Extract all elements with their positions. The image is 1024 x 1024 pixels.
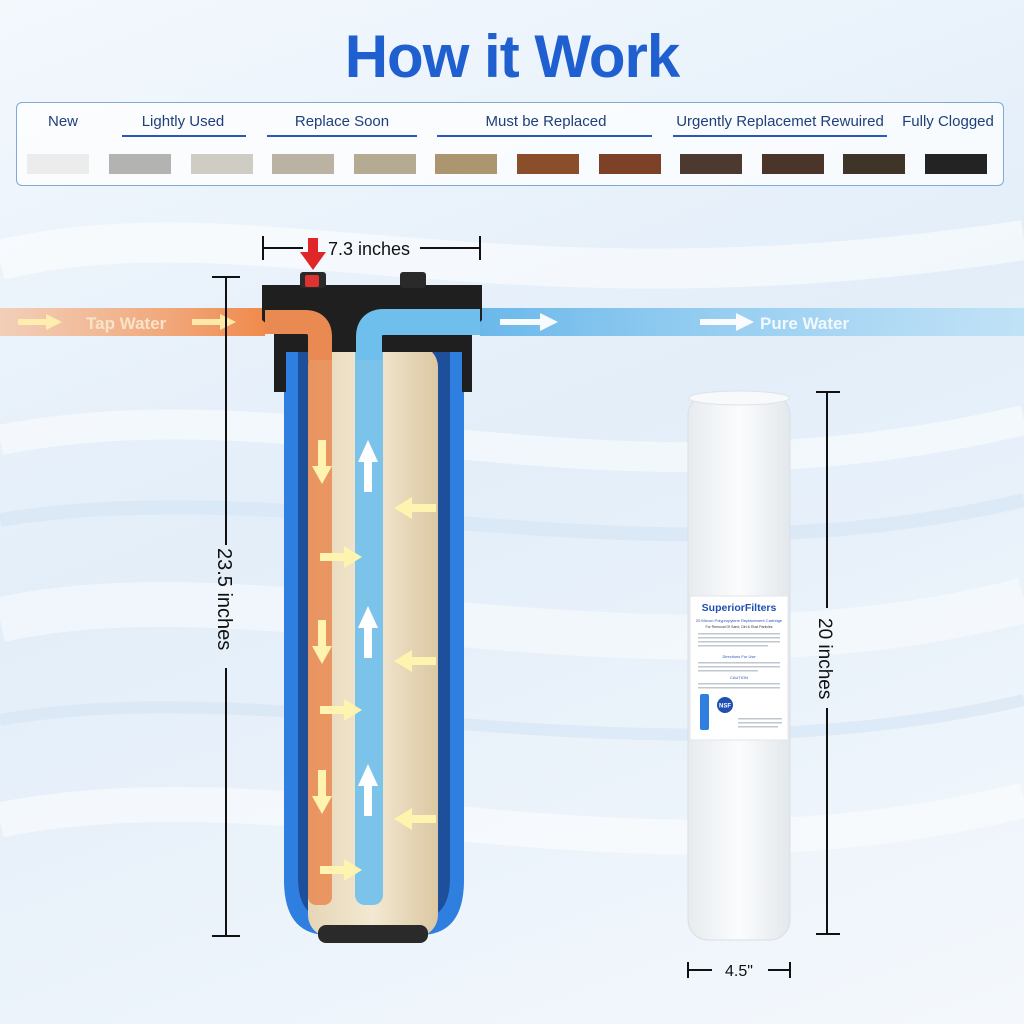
stage-underline-must-be-replaced: [437, 135, 652, 137]
inlet-channel: [308, 320, 332, 905]
color-swatch: [843, 154, 905, 174]
cartridge-subtitle: For Removal Of Sand, Dirt & Rust Particl…: [705, 625, 772, 629]
pure-water-label: Pure Water: [760, 314, 850, 333]
color-swatch: [354, 154, 416, 174]
stage-label-replace-soon: Replace Soon: [294, 113, 390, 130]
color-swatch: [517, 154, 579, 174]
color-swatch: [925, 154, 987, 174]
inlet-arrow-icon: [300, 238, 326, 270]
directions-heading: Directions For Use: [722, 654, 756, 659]
housing-thumbnail: [700, 694, 709, 730]
housing-height-label: 23.5 inches: [213, 548, 235, 650]
brand-logo: SuperiorFilters: [702, 602, 777, 614]
stage-label-lightly-used: Lightly Used: [141, 113, 225, 130]
flow-right-arrows-icon: [320, 546, 362, 881]
color-swatch: [109, 154, 171, 174]
stage-underline-urgent: [673, 135, 887, 137]
nsf-badge-text: NSF: [719, 704, 731, 710]
cartridge-product-name: 20 Micron Polypropylene Replacement Cart…: [696, 618, 783, 623]
cartridge-label: SuperiorFilters 20 Micron Polypropylene …: [689, 595, 789, 741]
flow-up-arrows-icon: [358, 440, 378, 816]
stage-label-fully-clogged: Fully Clogged: [902, 113, 994, 130]
color-swatch: [680, 154, 742, 174]
color-swatch: [272, 154, 334, 174]
stage-label-must-be-replaced: Must be Replaced: [485, 113, 607, 130]
cartridge-width-dimension: [687, 962, 791, 978]
cartridge-width-label: 4.5": [725, 963, 753, 980]
nsf-badge-icon: [717, 697, 733, 713]
stage-underline-lightly-used: [122, 135, 246, 137]
stage-label-urgent: Urgently Replacemet Rewuired: [676, 113, 884, 130]
housing-width-dimension: [262, 236, 481, 260]
page-title: How it Work: [344, 23, 681, 90]
pure-water-arrow-icon: [500, 313, 754, 331]
housing-height-dimension: [212, 276, 240, 937]
tap-water-arrow-icon: [18, 314, 236, 330]
stage-underline-replace-soon: [267, 135, 417, 137]
color-swatch: [435, 154, 497, 174]
stage-label-new: New: [47, 113, 78, 130]
tap-water-label: Tap Water: [86, 314, 167, 333]
cartridge-height-dimension: [816, 391, 840, 935]
housing-width-label: 7.3 inches: [328, 239, 410, 259]
color-swatch: [27, 154, 89, 174]
color-swatch: [762, 154, 824, 174]
caution-heading: CAUTION: [730, 675, 748, 680]
color-swatch: [191, 154, 253, 174]
clog-level-legend: New Lightly Used Replace Soon Must be Re…: [16, 102, 1004, 186]
flow-left-arrows-icon: [394, 497, 436, 830]
color-swatch: [599, 154, 661, 174]
flow-down-arrows-icon: [312, 440, 332, 814]
cartridge-height-label: 20 inches: [814, 618, 835, 699]
